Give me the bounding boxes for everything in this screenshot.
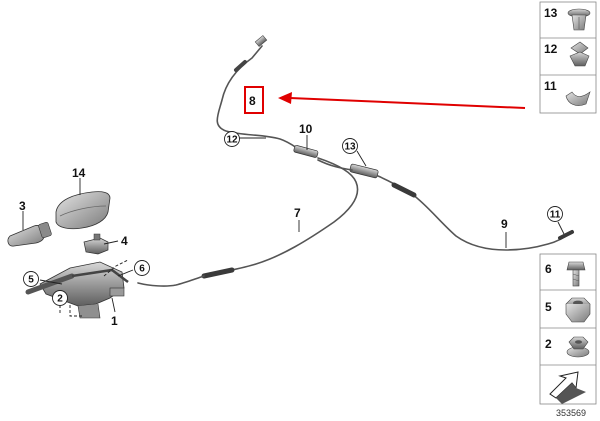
panel-label-2: 2 [545,337,552,351]
callout-6-circle: 6 [134,260,150,276]
callout-2-circle: 2 [52,290,68,306]
cable-7-sheath [201,267,235,279]
connector-part-13-body [349,163,379,179]
cable-8-end-fitting [254,35,268,47]
navigation-arrow-icon[interactable] [541,366,595,404]
grip-part-3 [7,225,45,247]
bolt-6-icon [566,261,586,287]
bracket-4-tab [93,233,101,241]
svg-text:12: 12 [226,135,238,146]
cable-part-7 [203,157,359,277]
callout-14: 14 [72,166,86,180]
leader-4 [103,240,119,245]
cable-7-lower [137,275,205,287]
leader-5 [39,279,63,285]
svg-text:5: 5 [28,275,34,286]
callout-4: 4 [121,234,128,248]
handle-cover-part-14 [55,191,111,230]
leader-13 [356,150,367,167]
cable-part-8 [216,45,307,154]
callout-7: 7 [294,206,301,220]
svg-text:11: 11 [550,210,561,221]
lever-arm [71,268,129,283]
lever-bracket-lower [77,303,101,319]
callout-8: 8 [249,94,256,108]
leader-6 [117,269,134,277]
highlight-arrow-head [278,92,292,104]
diagram-id: 353569 [556,408,586,418]
svg-text:2: 2 [57,294,63,305]
callout-11-circle: 11 [547,206,563,222]
panel-label-13: 13 [544,6,558,20]
clip-12-icon [569,41,590,67]
highlight-arrow-shaft [289,97,526,109]
callout-1: 1 [111,314,118,328]
adjuster-part-10 [293,145,319,158]
svg-text:13: 13 [344,142,356,153]
lever-rod [25,273,75,295]
cable-9-end [558,230,574,240]
lever-foot [109,287,125,297]
clip-11-icon [565,91,591,106]
clip-13-icon [567,8,591,31]
leader-1 [111,297,116,313]
nut-2-icon [566,336,590,358]
callout-10: 10 [299,122,313,136]
callout-9: 9 [501,217,508,231]
highlight-box-8 [244,86,264,114]
assembly-line-2 [103,259,129,277]
cable-8-sheath [234,60,247,72]
callout-3: 3 [19,199,26,213]
handle-cover-shade [59,205,107,217]
panel-label-6: 6 [545,262,552,276]
callout-12-circle: 12 [224,131,240,147]
svg-text:6: 6 [139,264,145,275]
leader-11 [557,221,565,235]
nut-5-icon [565,297,591,323]
panel-label-11: 11 [544,79,557,93]
callout-5-circle: 5 [23,271,39,287]
panel-label-5: 5 [545,300,552,314]
callout-13-circle: 13 [342,138,358,154]
bracket-part-4 [83,237,109,255]
grip-collar [38,222,52,238]
cable-9-sheath [391,182,417,198]
assembly-line-1 [69,305,84,317]
panel-label-12: 12 [544,42,558,56]
